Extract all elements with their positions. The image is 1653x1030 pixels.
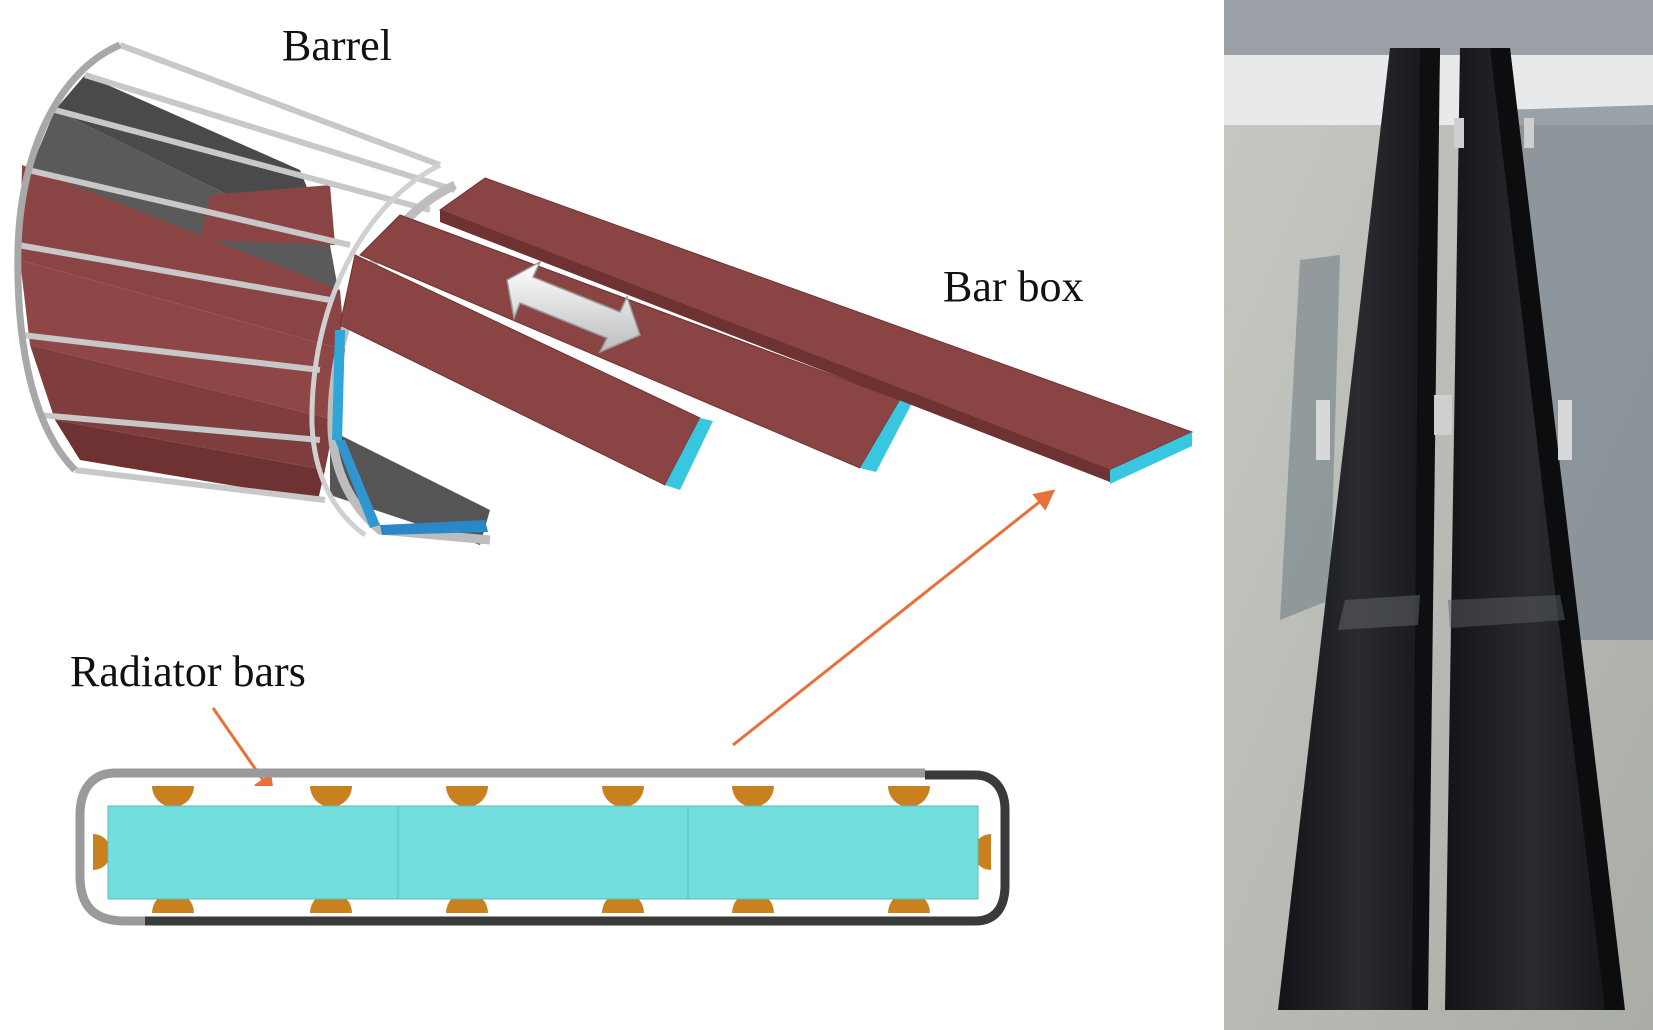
cross-section	[75, 768, 1010, 926]
radiator-bar-3	[687, 805, 979, 900]
arrow-icon	[732, 489, 1056, 747]
bar-box-1	[339, 254, 713, 490]
radiator-bars-label: Radiator bars	[70, 647, 306, 696]
bar-box-3	[438, 177, 1194, 484]
barrel-radiator-cells	[332, 330, 488, 535]
radiator-bar-2	[397, 805, 689, 900]
bar-box-2	[359, 214, 912, 472]
double-headed-arrow	[506, 260, 641, 354]
radiator-pointer-arrow	[211, 707, 275, 797]
bar-box-label: Bar box	[943, 262, 1084, 311]
barrel-frame	[14, 41, 491, 545]
photo-panel	[1224, 0, 1653, 1030]
barrel-label: Barrel	[282, 21, 392, 70]
radiator-bar-1	[107, 805, 399, 900]
